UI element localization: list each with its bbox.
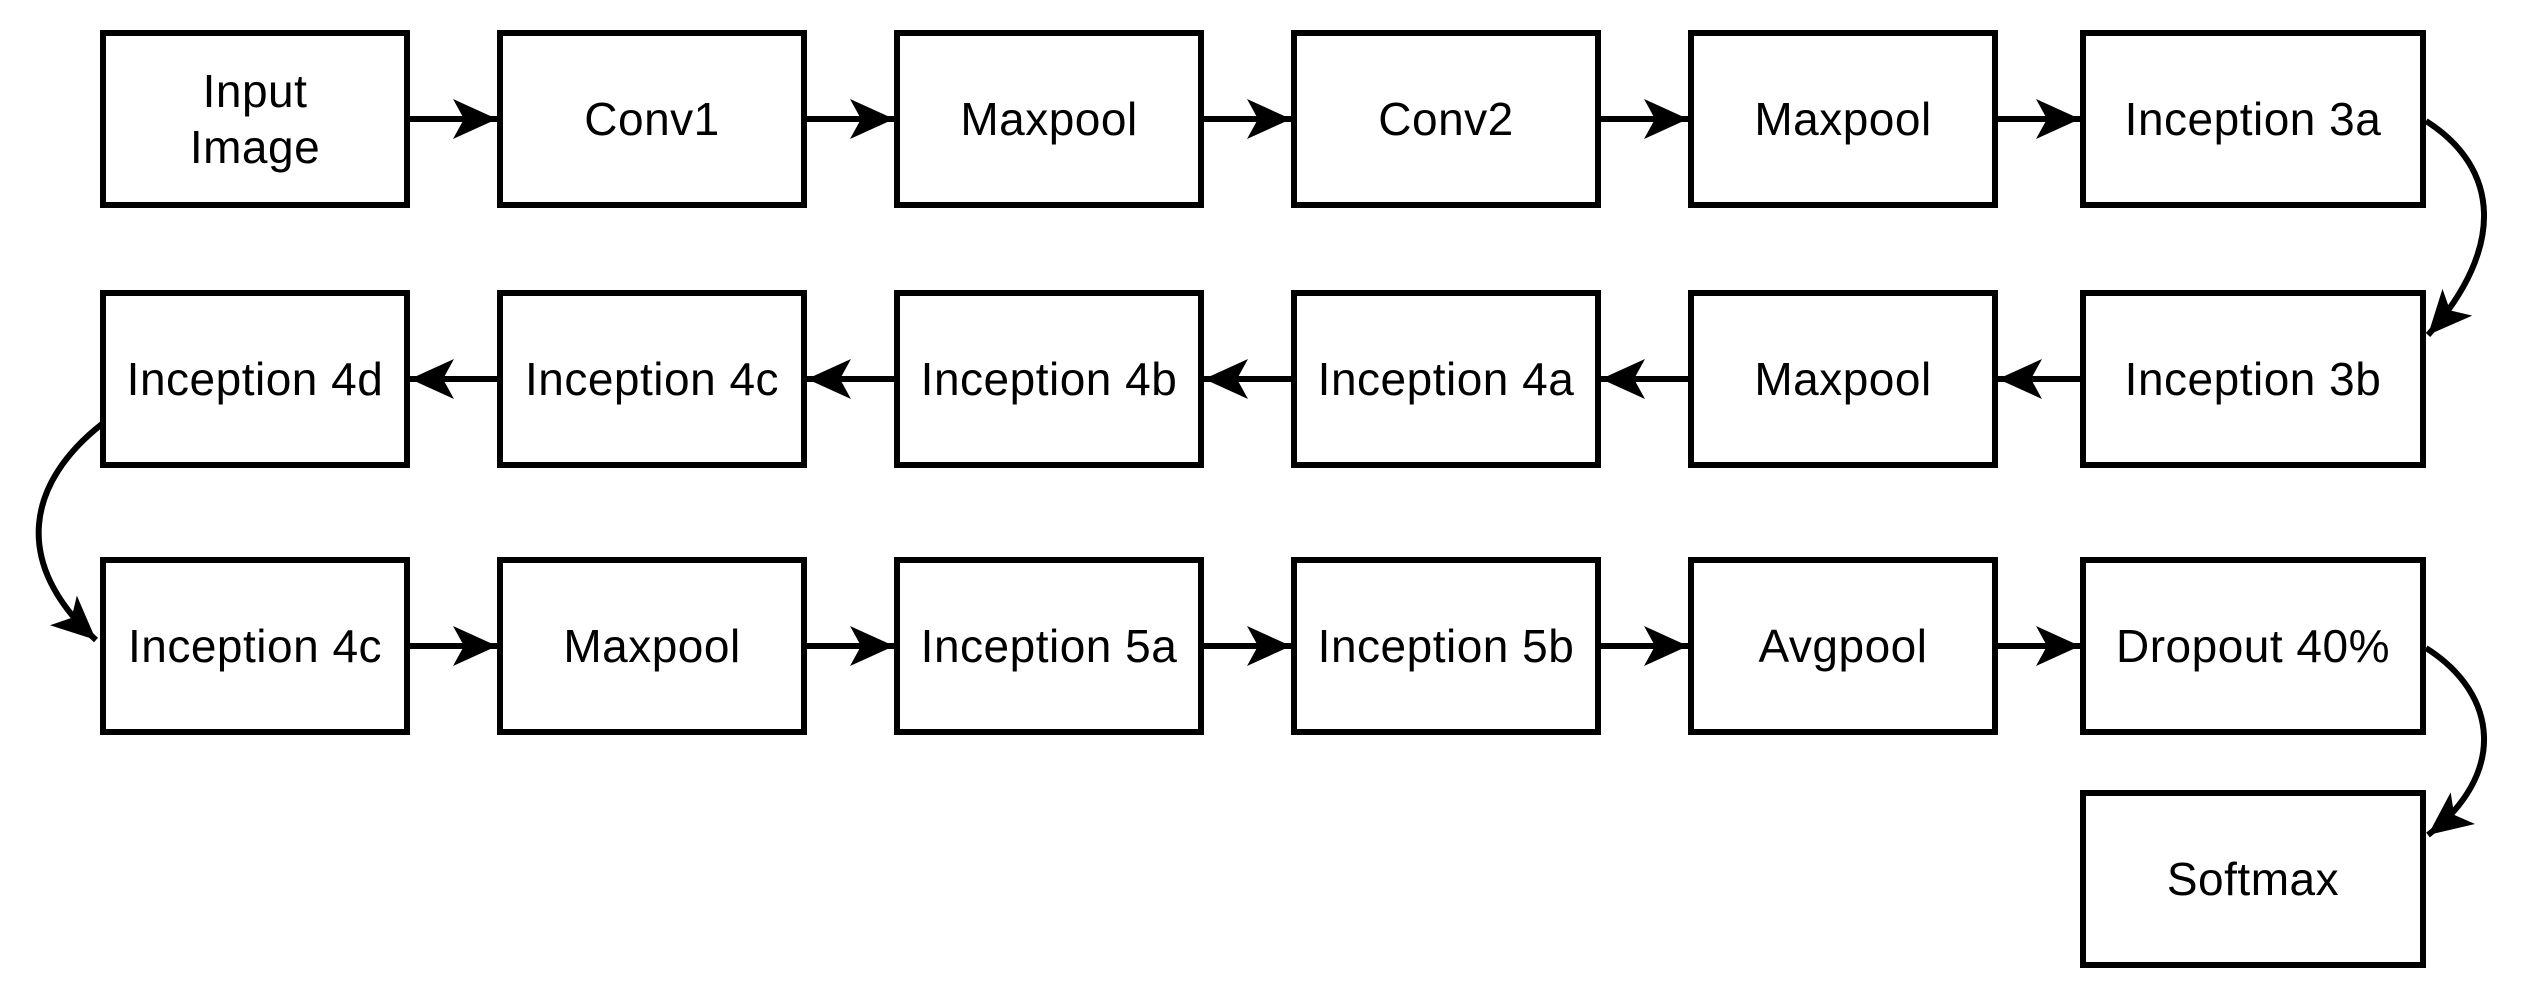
node-softmax: Softmax xyxy=(2080,790,2426,968)
node-label: Inception 3b xyxy=(2124,352,2382,405)
node-avgpool: Avgpool xyxy=(1688,557,1998,735)
node-label: Inception 4c xyxy=(127,619,383,672)
node-maxpool-4: Maxpool xyxy=(497,557,807,735)
node-conv1: Conv1 xyxy=(497,30,807,208)
edge-inception-3a-to-inception-3b xyxy=(2424,118,2487,338)
node-label: Inception 4d xyxy=(126,352,384,405)
node-maxpool-3: Maxpool xyxy=(1688,290,1998,468)
edge-dropout-to-softmax xyxy=(2424,645,2487,838)
node-label: Inception 5b xyxy=(1317,619,1575,672)
node-inception-4a: Inception 4a xyxy=(1291,290,1601,468)
node-label: Maxpool xyxy=(1754,92,1932,145)
node-label: Maxpool xyxy=(563,619,741,672)
node-inception-3b: Inception 3b xyxy=(2080,290,2426,468)
node-label: Inception 4b xyxy=(920,352,1178,405)
node-dropout: Dropout 40% xyxy=(2080,557,2426,735)
node-inception-5a: Inception 5a xyxy=(894,557,1204,735)
node-label: Input Image xyxy=(189,64,321,173)
node-inception-3a: Inception 3a xyxy=(2080,30,2426,208)
node-input-image: Input Image xyxy=(100,30,410,208)
node-label: Maxpool xyxy=(960,92,1138,145)
node-inception-4b: Inception 4b xyxy=(894,290,1204,468)
node-inception-4c: Inception 4c xyxy=(497,290,807,468)
node-label: Inception 3a xyxy=(2124,92,2382,145)
node-label: Inception 5a xyxy=(920,619,1178,672)
node-label: Inception 4a xyxy=(1317,352,1575,405)
node-inception-4d: Inception 4d xyxy=(100,290,410,468)
node-inception-4c-2: Inception 4c xyxy=(100,557,410,735)
node-inception-5b: Inception 5b xyxy=(1291,557,1601,735)
node-label: Conv2 xyxy=(1378,92,1514,145)
node-label: Avgpool xyxy=(1758,619,1928,672)
node-conv2: Conv2 xyxy=(1291,30,1601,208)
node-label: Conv1 xyxy=(584,92,720,145)
node-label: Dropout 40% xyxy=(2116,619,2390,672)
node-maxpool-1: Maxpool xyxy=(894,30,1204,208)
edge-inception-4d-to-inception-4c-2 xyxy=(35,421,104,643)
node-maxpool-2: Maxpool xyxy=(1688,30,1998,208)
node-label: Softmax xyxy=(2166,852,2340,905)
node-label: Inception 4c xyxy=(524,352,780,405)
node-label: Maxpool xyxy=(1754,352,1932,405)
